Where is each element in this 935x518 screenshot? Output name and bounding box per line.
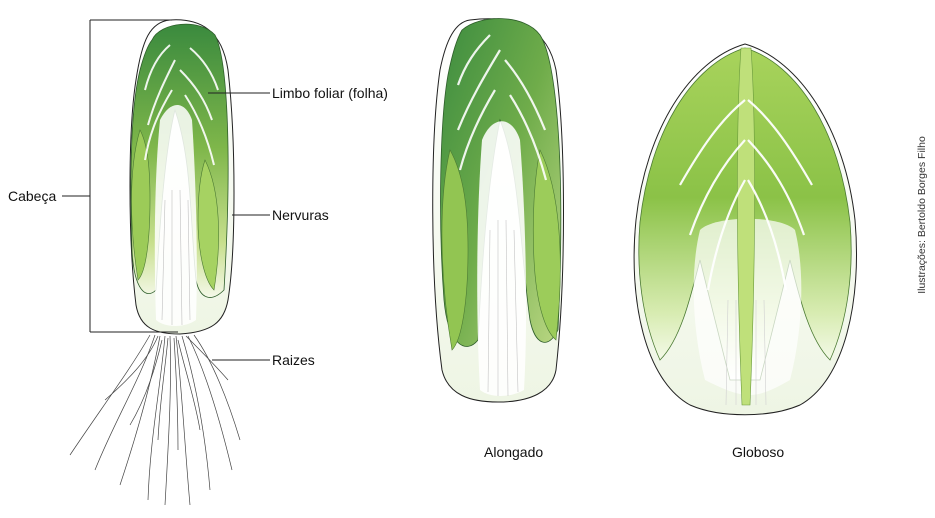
label-alongado: Alongado <box>484 444 543 460</box>
label-limbo-foliar: Limbo foliar (folha) <box>272 85 388 101</box>
elongated-cabbage <box>433 19 564 402</box>
label-globoso: Globoso <box>732 444 784 460</box>
roots <box>70 335 240 505</box>
globose-cabbage <box>634 44 856 415</box>
label-cabeca: Cabeça <box>8 188 56 204</box>
label-raizes: Raizes <box>272 352 315 368</box>
label-nervuras: Nervuras <box>272 207 329 223</box>
annotated-cabbage <box>62 20 270 505</box>
illustration-credit: Ilustrações: Bertoldo Borges Filho <box>916 136 928 294</box>
